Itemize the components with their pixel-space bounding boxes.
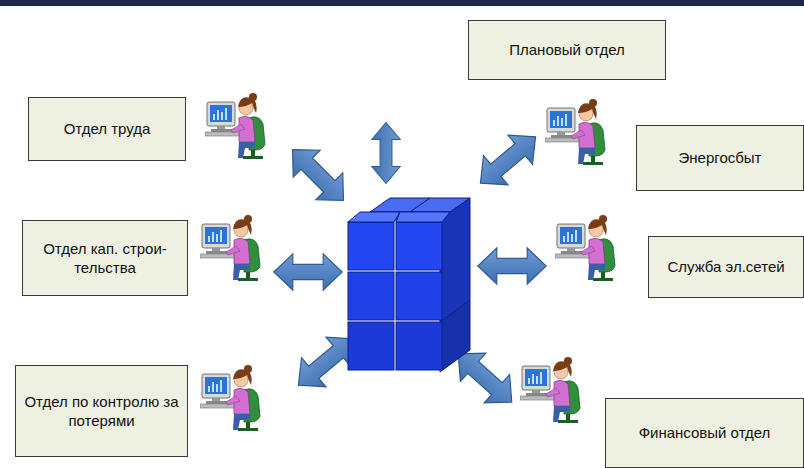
department-name: Отдел кап. строи- тельства [23, 235, 187, 282]
department-box: Отдел кап. строи- тельства [22, 220, 188, 296]
database-cube [348, 198, 470, 372]
department-name: Отдел труда [56, 115, 159, 143]
department-box: Энергосбыт [636, 125, 804, 191]
department-name: Отдел по контролю за потерями [16, 388, 187, 435]
top-band [0, 0, 804, 6]
department-box: Служба эл.сетей [648, 236, 804, 298]
department-name: Энергосбыт [671, 144, 770, 172]
department-box: Финансовый отдел [605, 398, 804, 468]
department-name: Плановый отдел [501, 36, 633, 64]
operator-icon [205, 93, 265, 159]
operator-icon [200, 215, 260, 281]
department-name: Финансовый отдел [631, 419, 779, 447]
exchange-arrows [274, 122, 548, 416]
operator-icon [520, 357, 580, 423]
operator-icon [545, 99, 605, 165]
department-box: Отдел по контролю за потерями [15, 365, 188, 457]
department-box: Плановый отдел [468, 20, 666, 80]
operator-icon [200, 365, 260, 431]
department-name: Служба эл.сетей [659, 253, 792, 281]
operator-icon [555, 215, 615, 281]
department-box: Отдел труда [28, 97, 186, 161]
